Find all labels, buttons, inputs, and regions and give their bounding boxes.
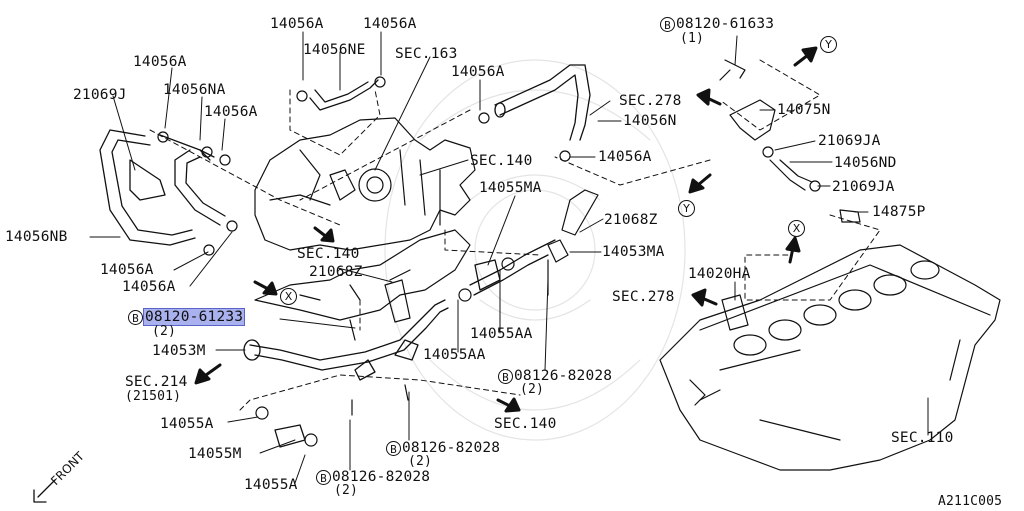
label-21069JA-1: 21069JA: [818, 133, 881, 149]
label-sec-140-bottom: SEC.140: [494, 416, 557, 432]
label-qty-82028-mid: (2): [408, 454, 433, 469]
lower-manifold: [254, 229, 471, 321]
label-21068Z-left: 21068Z: [309, 264, 363, 280]
label-sec-110: SEC.110: [891, 430, 954, 446]
front-arrow-icon: [33, 479, 56, 503]
label-14056A-top-2: 14056A: [363, 16, 417, 32]
coolant-pipes: [243, 239, 556, 448]
label-14056A-mid: 14056A: [204, 104, 258, 120]
label-qty-61633: (1): [680, 31, 705, 46]
label-14055A-top: 14055A: [160, 416, 214, 432]
label-14075N: 14075N: [777, 102, 831, 118]
fittings: [349, 59, 861, 416]
label-sec-163: SEC.163: [395, 46, 458, 62]
intake-manifold: [254, 117, 476, 251]
label-14053MA: 14053MA: [602, 244, 665, 260]
label-qty-82028-right: (2): [520, 382, 545, 397]
hoses-top: [309, 64, 591, 141]
label-14875P: 14875P: [872, 204, 926, 220]
label-14056A-center: 14056A: [598, 149, 652, 165]
label-14056NE: 14056NE: [303, 42, 366, 58]
label-14056NA: 14056NA: [163, 82, 226, 98]
hoses-left: [99, 129, 226, 246]
bolt-symbol-icon: B: [386, 440, 401, 456]
label-14056A-left: 14056A: [133, 54, 187, 70]
label-14056A-top-1: 14056A: [270, 16, 324, 32]
label-14056A-right: 14056A: [451, 64, 505, 80]
marker-x-right: X: [788, 220, 805, 237]
label-qty-82028-bottom: (2): [334, 483, 359, 498]
figure-code: A211C005: [938, 494, 1003, 509]
bolt-symbol-icon: B: [128, 309, 143, 325]
clamps: [157, 76, 821, 447]
bolt-symbol-icon: B: [660, 16, 675, 32]
label-sec-140-center: SEC.140: [470, 153, 533, 169]
label-14053M: 14053M: [152, 343, 206, 359]
label-14056NB: 14056NB: [5, 229, 68, 245]
watermark: [384, 59, 686, 441]
label-14055MA: 14055MA: [479, 180, 542, 196]
label-14056A-bottom-1: 14056A: [100, 262, 154, 278]
label-sec-140-mid: SEC.140: [297, 246, 360, 262]
label-sec-214: SEC.214: [125, 374, 188, 390]
label-qty-61233: (2): [152, 324, 177, 339]
label-sec-214-sub: (21501): [125, 389, 182, 404]
engine-block: [659, 244, 1001, 471]
marker-y-center: Y: [678, 200, 695, 217]
label-21069J: 21069J: [73, 87, 127, 103]
marker-y-top: Y: [820, 36, 837, 53]
label-14056A-bottom-2: 14056A: [122, 279, 176, 295]
label-14055M: 14055M: [188, 446, 242, 462]
marker-x-left: X: [280, 288, 297, 305]
label-14020HA: 14020HA: [688, 266, 751, 282]
label-21069JA-2: 21069JA: [832, 179, 895, 195]
direction-arrows: [194, 46, 818, 413]
dashed-lines: [149, 59, 881, 411]
highlighted-part-number[interactable]: 08120-61233: [142, 308, 246, 326]
label-21068Z-right: 21068Z: [604, 212, 658, 228]
label-sec-278-top: SEC.278: [619, 93, 682, 109]
label-14055AA-2: 14055AA: [423, 347, 486, 363]
label-14055A-bottom: 14055A: [244, 477, 298, 493]
bolt-symbol-icon: B: [498, 368, 513, 384]
label-14055AA-1: 14055AA: [470, 326, 533, 342]
label-14056ND: 14056ND: [834, 155, 897, 171]
bolt-symbol-icon: B: [316, 469, 331, 485]
label-14056N: 14056N: [623, 113, 677, 129]
label-sec-278-right: SEC.278: [612, 289, 675, 305]
